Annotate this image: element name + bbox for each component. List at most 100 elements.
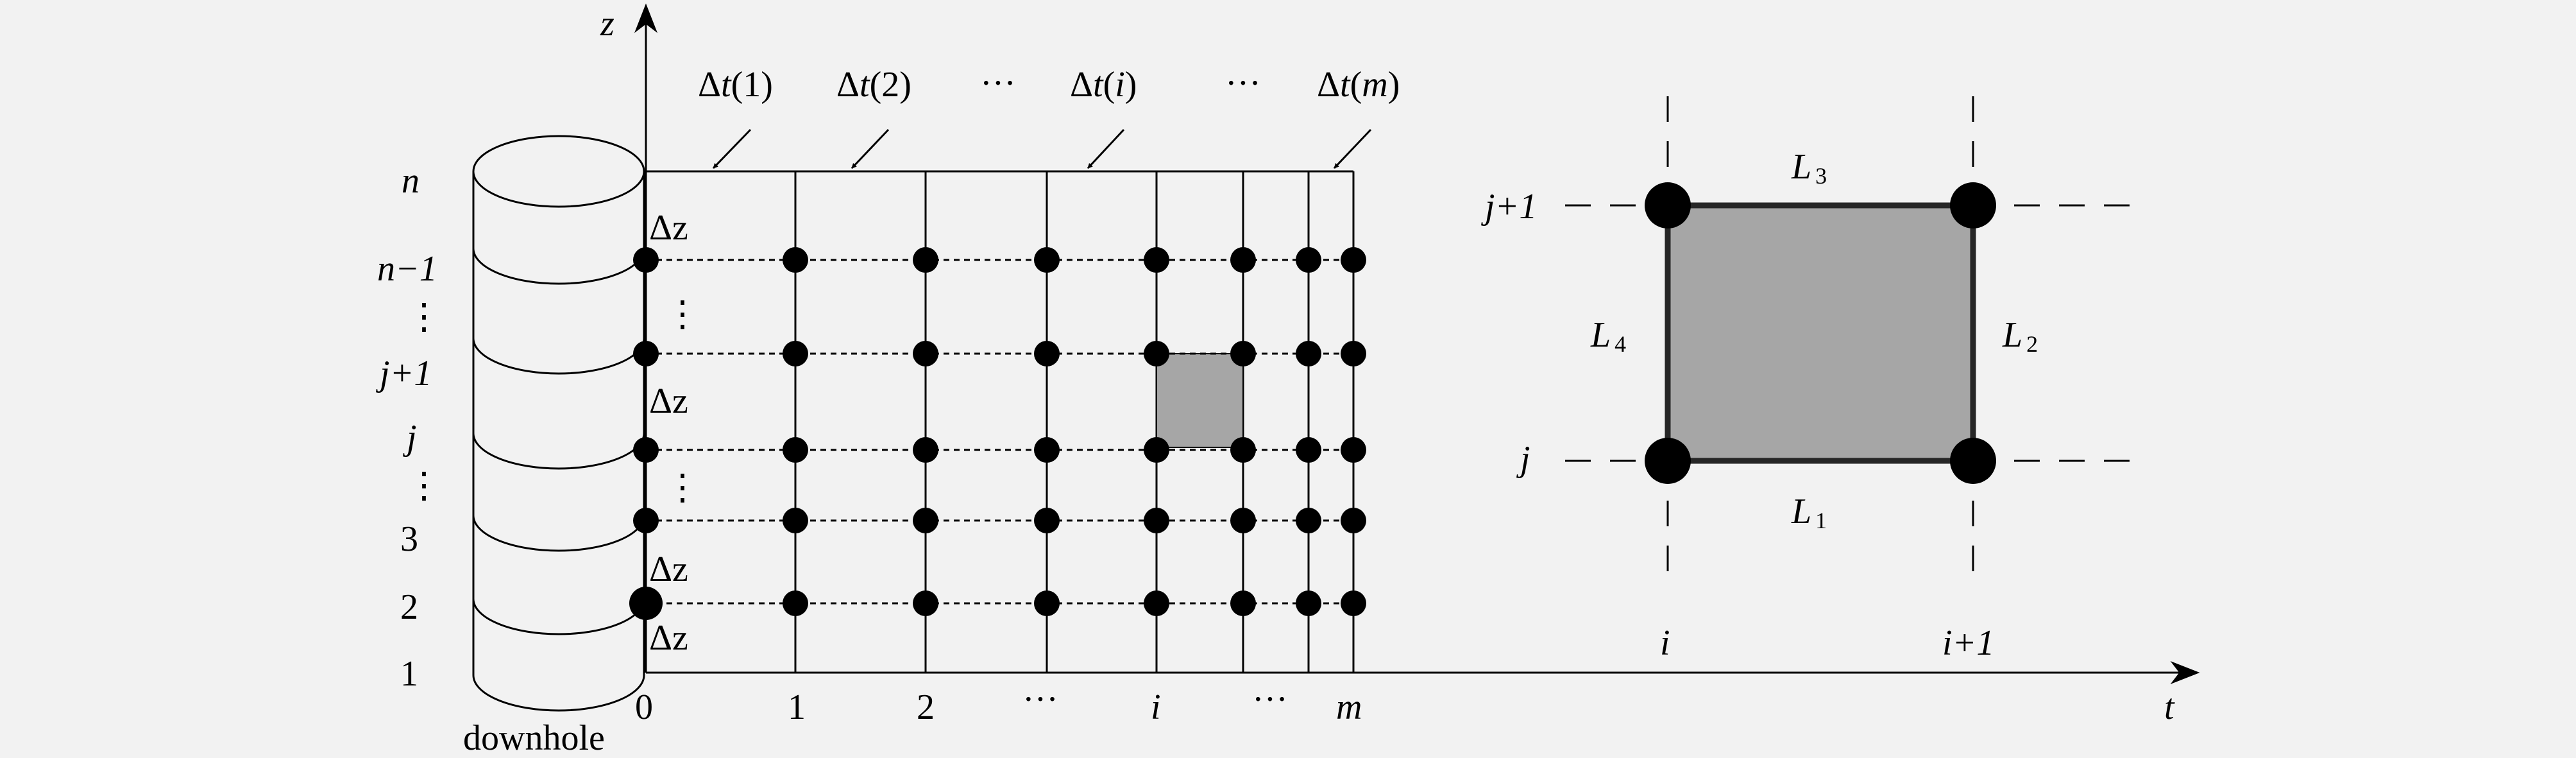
time-step-label: Δt(m) — [1317, 65, 1400, 105]
x-tick-label: m — [1336, 687, 1362, 727]
grid-node — [633, 341, 659, 366]
grid-node — [1296, 437, 1321, 463]
cell-corner-node — [1645, 438, 1691, 484]
grid-node — [1296, 508, 1321, 533]
wellbore-layer-ring — [472, 515, 645, 552]
grid-node — [1034, 590, 1060, 616]
grid-nodes — [629, 247, 1366, 620]
grid-node — [913, 247, 938, 273]
grid-node — [1034, 508, 1060, 533]
depth-label-3: 3 — [400, 519, 418, 559]
depth-dashed-lines — [646, 259, 1353, 605]
grid-node — [783, 437, 808, 463]
grid-node — [1034, 341, 1060, 366]
vertical-ellipsis: ⋮ — [665, 295, 700, 334]
wellbore-bottom-ring — [472, 675, 645, 712]
delta-z-label: Δz — [649, 618, 688, 658]
grid-node — [1144, 341, 1169, 366]
x-tick-label: ··· — [1022, 680, 1058, 719]
x-tick-label: 2 — [917, 687, 935, 727]
grid-node — [629, 587, 663, 620]
grid-node — [913, 437, 938, 463]
grid-node — [913, 508, 938, 533]
depth-labels: n n−1 ⋮ j+1 j ⋮ 3 2 1 — [376, 161, 442, 694]
grid-node — [1034, 247, 1060, 273]
time-step-arrow — [1087, 128, 1125, 169]
depth-label-j: j — [403, 418, 417, 458]
t-axis-label: t — [2164, 687, 2175, 727]
grid-node — [1341, 247, 1366, 273]
x-tick-label: 1 — [788, 687, 806, 727]
wellbore-label: downhole — [463, 718, 605, 758]
grid-node — [1144, 508, 1169, 533]
grid-node — [783, 590, 808, 616]
delta-z-label: Δz — [649, 381, 688, 421]
grid-node — [783, 247, 808, 273]
time-step-ellipsis: ··· — [1225, 64, 1261, 103]
time-step-ellipsis: ··· — [980, 64, 1016, 103]
cell-label-i-plus-1: i+1 — [1942, 623, 1994, 663]
delta-z-labels: Δz ⋮ Δz ⋮ Δz Δz — [649, 208, 700, 658]
depth-label-1: 1 — [400, 654, 418, 694]
depth-label-2: 2 — [400, 587, 418, 627]
grid-node — [1230, 590, 1256, 616]
cell-label-i: i — [1660, 623, 1670, 663]
grid-node — [1341, 590, 1366, 616]
cell-label-j: j — [1516, 439, 1530, 479]
grid-node — [1296, 341, 1321, 366]
grid-node — [783, 508, 808, 533]
time-step-label: Δt(2) — [836, 65, 911, 105]
grid-node — [1144, 437, 1169, 463]
time-step-arrow — [712, 128, 752, 169]
cell-corner-node — [1950, 438, 1996, 484]
grid-node — [633, 247, 659, 273]
vertical-ellipsis: ⋮ — [665, 468, 700, 508]
cell-corner-node — [1950, 182, 1996, 228]
time-step-arrow — [1333, 128, 1372, 169]
grid-node — [1144, 247, 1169, 273]
x-tick-label: 0 — [635, 687, 653, 727]
x-tick-labels: 0 1 2 ··· i ··· m — [635, 680, 1362, 727]
cell-corner-node — [1645, 182, 1691, 228]
grid-node — [783, 341, 808, 366]
grid-node — [1341, 508, 1366, 533]
grid-node — [633, 437, 659, 463]
time-step-arrow — [851, 128, 890, 169]
x-tick-label: i — [1151, 687, 1161, 727]
grid-node — [1230, 341, 1256, 366]
delta-z-label: Δz — [649, 208, 688, 248]
wellbore-layer-ring — [472, 338, 645, 375]
cell-label-j-plus-1: j+1 — [1481, 187, 1537, 227]
time-step-labels: Δt(1) Δt(2) ··· Δt(i) ··· Δt(m) — [698, 64, 1400, 169]
wellbore — [472, 135, 645, 712]
depth-label-n-minus-1: n−1 — [377, 249, 437, 289]
x-tick-label: ··· — [1252, 680, 1288, 719]
vertical-ellipsis: ⋮ — [406, 466, 442, 506]
grid-node — [913, 341, 938, 366]
grid-node — [1341, 341, 1366, 366]
grid-node — [1341, 437, 1366, 463]
grid-node — [633, 508, 659, 533]
wellbore-layer-ring — [472, 248, 645, 285]
control-volume-cell — [1665, 202, 1976, 464]
vertical-ellipsis: ⋮ — [406, 297, 442, 337]
grid-node — [1296, 590, 1321, 616]
depth-label-j-plus-1: j+1 — [376, 354, 432, 393]
grid-node — [1296, 247, 1321, 273]
z-axis-label: z — [600, 4, 614, 44]
grid-node — [913, 590, 938, 616]
wellbore-top-ellipse — [472, 135, 645, 208]
grid-node — [1230, 247, 1256, 273]
time-step-label: Δt(i) — [1070, 65, 1137, 105]
wellbore-layer-ring — [472, 598, 645, 635]
highlighted-grid-cell — [1156, 353, 1244, 448]
delta-z-label: Δz — [649, 549, 688, 589]
grid-node — [1144, 590, 1169, 616]
grid-node — [1034, 437, 1060, 463]
